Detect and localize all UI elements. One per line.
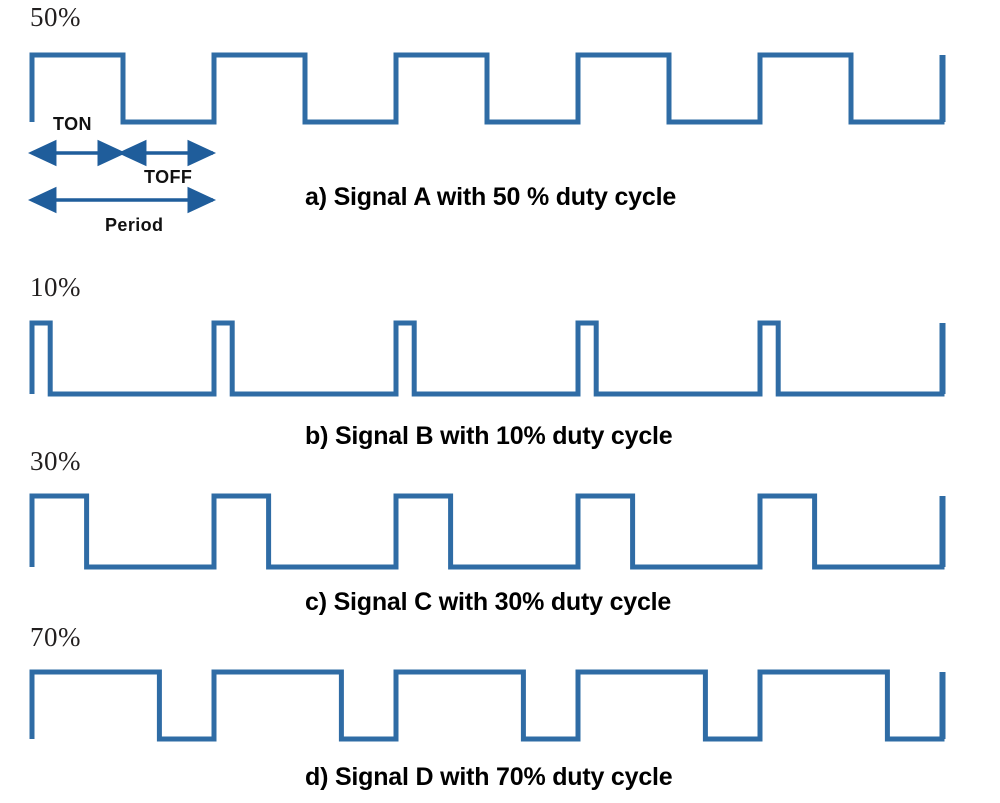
signal-c-waveform xyxy=(29,493,946,570)
caption-signal-d: d) Signal D with 70% duty cycle xyxy=(305,763,673,791)
duty-label-d: 70% xyxy=(30,622,81,652)
ton-label: TON xyxy=(53,114,92,134)
toff-label: TOFF xyxy=(144,167,193,187)
duty-label-a: 50% xyxy=(30,2,81,32)
caption-signal-a: a) Signal A with 50 % duty cycle xyxy=(305,183,677,211)
signal-b-waveform xyxy=(29,320,946,397)
period-label: Period xyxy=(105,215,164,235)
caption-signal-c: c) Signal C with 30% duty cycle xyxy=(305,588,672,616)
caption-signal-b: b) Signal B with 10% duty cycle xyxy=(305,422,673,450)
duty-label-b: 10% xyxy=(30,272,81,302)
signal-d-waveform xyxy=(29,669,946,742)
dimension-arrows xyxy=(27,139,217,214)
signal-a-waveform xyxy=(29,52,946,125)
duty-label-c: 30% xyxy=(30,446,81,476)
